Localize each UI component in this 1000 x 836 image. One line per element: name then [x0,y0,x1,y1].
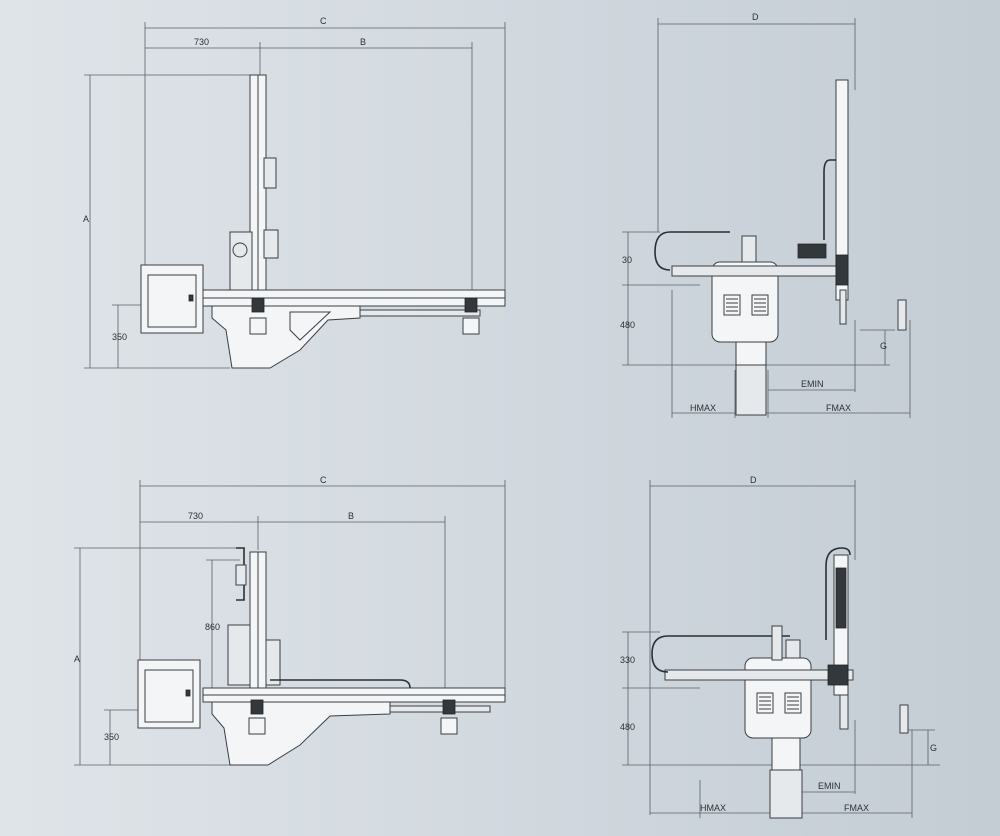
dim-label-350: 350 [112,332,127,342]
dim-label-fmax: FMAX [826,403,851,413]
gripper-right [464,297,478,313]
cable-loop [654,231,730,271]
dim-label-480: 480 [620,320,635,330]
dim-label-730: 730 [188,511,203,521]
dim-label-c: C [320,475,327,485]
top-side-view: C 730 B A 350 [83,16,506,369]
dim-label-480: 480 [620,722,635,732]
base-support [211,305,361,369]
dim-label-730: 730 [194,37,209,47]
dim-label-c: C [320,16,327,26]
cable-loop [651,635,790,673]
motor-housing [229,231,253,293]
dim-label-b: B [348,511,354,521]
gripper-right [442,699,456,715]
bottom-side-view: C 730 B A 860 350 [74,475,506,766]
gripper-left [250,699,264,715]
motor-housing [227,624,251,686]
end-effector [897,299,907,331]
crossbeam [671,265,843,277]
dim-label-d: D [752,12,759,22]
end-effector [899,704,909,734]
dim-label-emin: EMIN [801,379,824,389]
base-support [211,701,391,766]
dim-label-hmax: HMAX [690,403,716,413]
dim-label-fmax: FMAX [844,803,869,813]
dim-label-30: 30 [622,255,632,265]
dim-label-d: D [750,475,757,485]
dim-label-a: A [74,654,80,664]
dim-label-hmax: HMAX [700,803,726,813]
top-front-view: D 30 480 EMIN HMAX 200 FMAX G [620,12,911,418]
dim-label-g: G [930,743,937,753]
gripper-left [251,297,265,313]
crossbeam [664,669,854,681]
dim-label-emin: EMIN [818,781,841,791]
bottom-front-view: D 330 480 EMIN HMAX 200 FMAX G [620,475,940,819]
dim-label-860: 860 [205,622,220,632]
dim-label-350: 350 [104,732,119,742]
dim-label-b: B [360,37,366,47]
dim-label-a: A [83,214,89,224]
dim-label-g: G [880,341,887,351]
dim-label-330: 330 [620,655,635,665]
